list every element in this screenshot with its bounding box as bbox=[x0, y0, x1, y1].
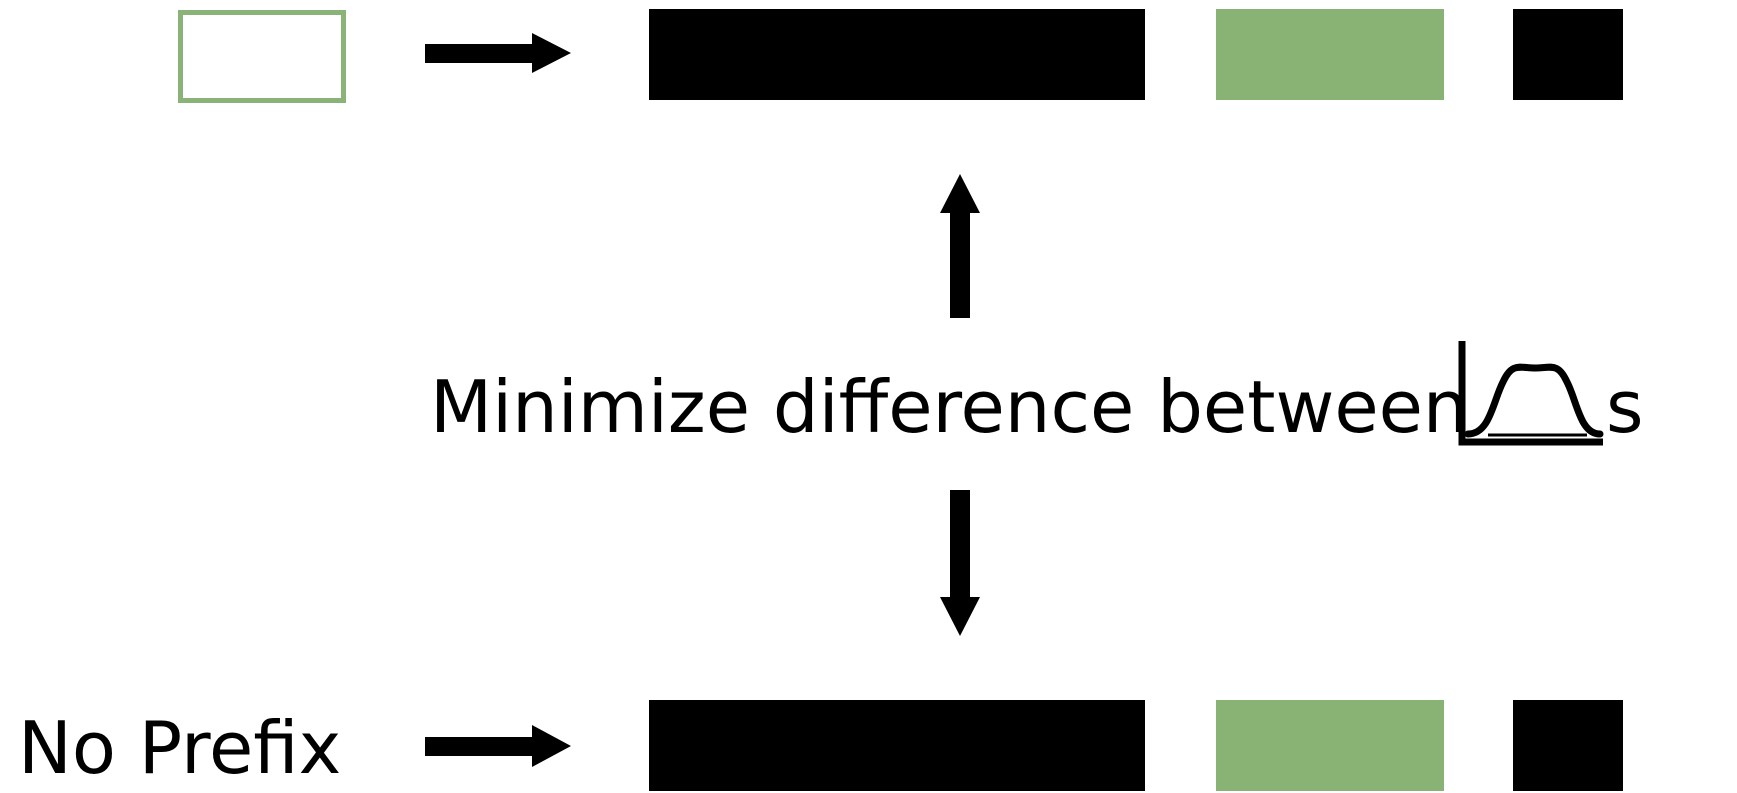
minimize-difference-label: Minimize difference between bbox=[430, 365, 1469, 449]
top-right-arrow bbox=[425, 33, 571, 73]
bottom-green-block bbox=[1216, 700, 1444, 791]
top-green-block bbox=[1216, 9, 1444, 100]
bottom-main-black-block bbox=[649, 700, 1145, 791]
empty-prefix-box bbox=[178, 10, 346, 103]
distribution-plural-suffix: s bbox=[1606, 365, 1644, 449]
no-prefix-label: No Prefix bbox=[18, 706, 342, 790]
down-arrow bbox=[940, 490, 980, 636]
up-arrow bbox=[940, 174, 980, 318]
bottom-right-black-block bbox=[1513, 700, 1623, 791]
bottom-right-arrow bbox=[425, 725, 571, 767]
distribution-curve-icon bbox=[1458, 341, 1604, 446]
top-right-black-block bbox=[1513, 9, 1623, 100]
top-main-black-block bbox=[649, 9, 1145, 100]
